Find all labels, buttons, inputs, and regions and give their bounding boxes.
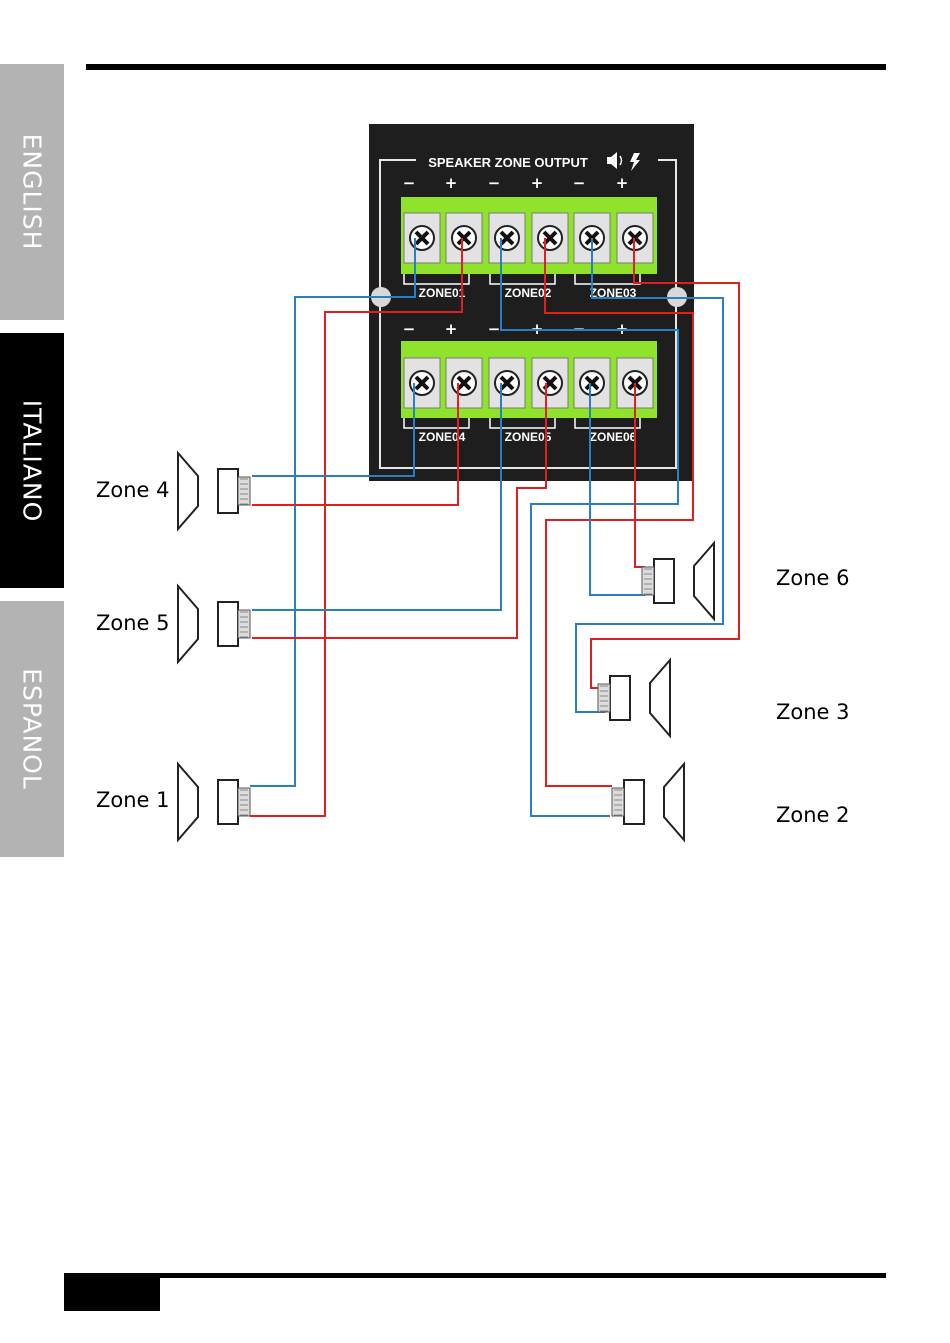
screw-terminal-icon <box>574 358 610 408</box>
polarity-symbol: + <box>445 174 458 192</box>
amplifier-panel: SPEAKER ZONE OUTPUT −+−+−+ −+−+−+ ZONE01… <box>369 124 694 481</box>
screw-terminal-icon <box>404 358 440 408</box>
zone1-label: Zone 1 <box>96 788 170 812</box>
loudspeaker-icon-zone5 <box>178 586 250 662</box>
screw-terminal-icon <box>532 358 568 408</box>
zone01-terminal-label: ZONE01 <box>419 286 466 300</box>
screw-terminal-icon <box>446 213 482 263</box>
polarity-symbol: + <box>445 320 458 338</box>
zone06-terminal-label: ZONE06 <box>590 430 637 444</box>
polarity-symbol: − <box>403 320 416 338</box>
screw-terminal-icon <box>489 213 525 263</box>
polarity-symbol: − <box>488 320 501 338</box>
zone5-label: Zone 5 <box>96 611 170 635</box>
zone6-label: Zone 6 <box>776 566 850 590</box>
polarity-symbol: − <box>403 174 416 192</box>
zone4-label: Zone 4 <box>96 478 170 502</box>
screw-terminal-icon <box>532 213 568 263</box>
loudspeaker-icon-zone6 <box>642 543 714 619</box>
screw-terminal-icon <box>446 358 482 408</box>
polarity-symbol: + <box>531 174 544 192</box>
loudspeaker-icon-zone4 <box>178 453 250 529</box>
screw-terminal-icon <box>489 358 525 408</box>
loudspeaker-icon-zone1 <box>178 764 250 840</box>
zone05-terminal-label: ZONE05 <box>505 430 552 444</box>
polarity-symbol: + <box>616 174 629 192</box>
loudspeaker-icon-zone2 <box>612 764 684 840</box>
polarity-symbol: − <box>573 174 586 192</box>
panel-title: SPEAKER ZONE OUTPUT <box>428 155 588 170</box>
zone2-label: Zone 2 <box>776 803 850 827</box>
screw-terminal-icon <box>404 213 440 263</box>
speakers <box>178 453 714 840</box>
polarity-symbol: − <box>488 174 501 192</box>
loudspeaker-icon-zone3 <box>598 660 670 736</box>
zone3-label: Zone 3 <box>776 700 850 724</box>
